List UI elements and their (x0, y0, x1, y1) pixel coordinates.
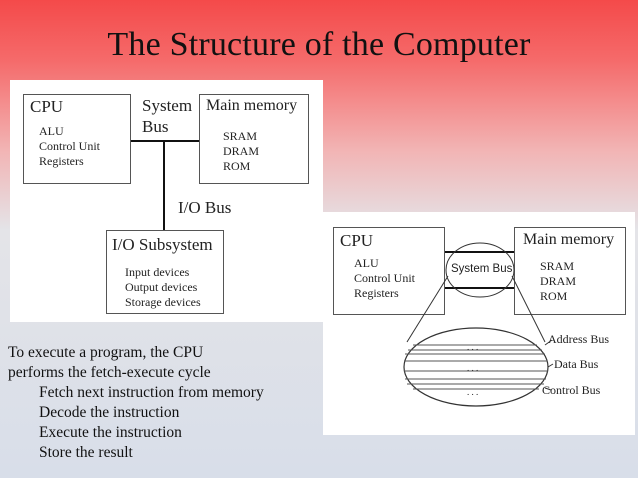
main-memory2-item-dram: DRAM (540, 274, 577, 288)
main-memory-item-dram: DRAM (223, 144, 260, 158)
data-bus-label: Data Bus (554, 357, 599, 371)
bus-detail-drawing (403, 242, 554, 407)
cpu2-item-control-unit: Control Unit (354, 271, 416, 285)
io-item-storage-devices: Storage devices (125, 295, 201, 309)
system-bus-label-line1: System (142, 96, 193, 115)
io-subsystem-title: I/O Subsystem (112, 235, 213, 254)
main-memory2-item-sram: SRAM (540, 259, 575, 273)
cpu2-item-alu: ALU (354, 256, 379, 270)
main-memory-item-rom: ROM (223, 159, 251, 173)
main-memory-box (199, 94, 309, 184)
intro-line-1: To execute a program, the CPU (8, 344, 204, 361)
main-memory-box-2 (514, 227, 626, 315)
cpu-box (23, 94, 131, 184)
io-bus-label: I/O Bus (178, 198, 232, 217)
cpu-title-2: CPU (340, 231, 374, 250)
intro-line-2: performs the fetch-execute cycle (8, 364, 211, 381)
io-subsystem-box (106, 230, 224, 314)
cpu-box-2 (333, 227, 445, 315)
bus-dots-3: . . . (467, 387, 479, 397)
system-bus-label-2: System Bus (451, 263, 513, 275)
cpu-item-control-unit: Control Unit (39, 139, 101, 153)
cpu2-item-registers: Registers (354, 286, 399, 300)
main-memory-title-2: Main memory (523, 231, 615, 248)
cpu-title: CPU (30, 97, 64, 116)
slide-title: The Structure of the Computer (107, 26, 531, 63)
step-fetch: Fetch next instruction from memory (39, 384, 264, 401)
structure-diagram: CPU ALU Control Unit Registers System Bu… (10, 80, 323, 322)
control-bus-label: Control Bus (542, 383, 601, 397)
io-item-output-devices: Output devices (125, 280, 198, 294)
fetch-execute-text: To execute a program, the CPU performs t… (8, 343, 264, 463)
step-execute: Execute the instruction (39, 424, 182, 441)
main-memory-item-sram: SRAM (223, 129, 258, 143)
bus-diagram: CPU ALU Control Unit Registers Main memo… (323, 212, 635, 435)
main-memory2-item-rom: ROM (540, 289, 568, 303)
step-store: Store the result (39, 444, 133, 461)
cpu-item-alu: ALU (39, 124, 64, 138)
address-bus-label: Address Bus (548, 332, 610, 346)
main-memory-title: Main memory (206, 97, 298, 114)
system-bus-label-line2: Bus (142, 117, 169, 136)
io-item-input-devices: Input devices (125, 265, 190, 279)
step-decode: Decode the instruction (39, 404, 180, 421)
bus-dots-1: . . . (467, 342, 479, 352)
bus-dots-2: . . . (467, 363, 479, 373)
cpu-item-registers: Registers (39, 154, 84, 168)
io-bus-line (163, 140, 165, 230)
system-bus-line (131, 140, 199, 142)
